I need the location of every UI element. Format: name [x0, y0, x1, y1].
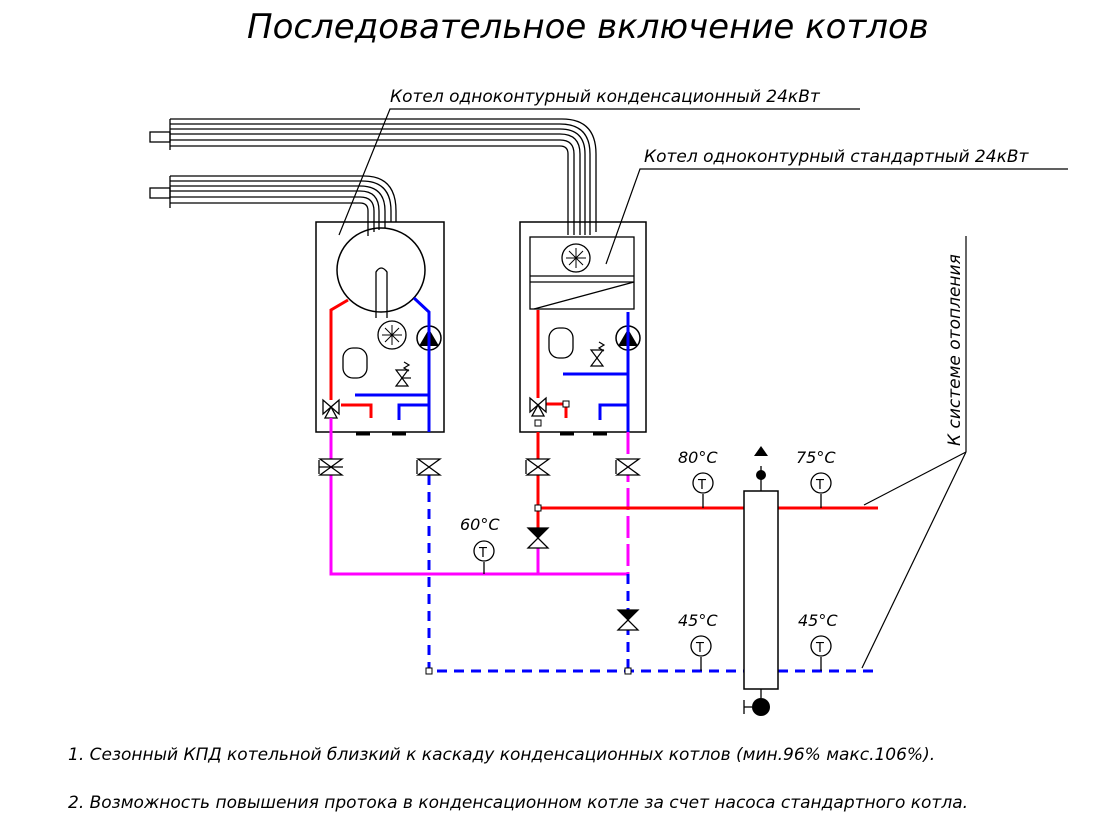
three-way-valve-icon [529, 396, 547, 417]
ball-valve-icon [318, 458, 344, 476]
safety-valve-icon [589, 341, 606, 367]
standard-boiler [519, 221, 647, 436]
standard-boiler-label: Котел одноконтурный стандартный 24кВт [644, 147, 1029, 167]
fan-icon [561, 243, 591, 273]
check-valve-icon [616, 609, 640, 631]
safety-valve-icon [394, 361, 411, 387]
fan-icon [377, 320, 407, 350]
drain-icon [752, 698, 770, 716]
leader-lines [338, 108, 1068, 669]
svg-text:T: T [815, 641, 824, 656]
piping [329, 432, 878, 673]
check-valve-icon [526, 527, 550, 549]
pipe-junctions [425, 504, 632, 675]
thermometer-icon: T [473, 540, 495, 574]
temp-label-60: 60°C [460, 515, 500, 534]
ball-valve-icon [615, 458, 641, 476]
note-2: 2. Возможность повышения протока в конде… [68, 793, 968, 813]
thermometer-icon: T [690, 635, 712, 671]
temp-label-45-left: 45°C [678, 611, 718, 630]
temp-label-45-right: 45°C [798, 611, 838, 630]
svg-text:T: T [695, 641, 704, 656]
heating-system-label: К системе отопления [945, 254, 965, 446]
condensing-boiler [315, 221, 445, 436]
svg-text:T: T [815, 478, 824, 493]
thermometer-icon: T [810, 472, 832, 508]
three-way-valve-icon [322, 398, 340, 419]
temp-label-75: 75°C [796, 448, 836, 467]
temp-label-80: 80°C [678, 448, 718, 467]
condensing-boiler-label: Котел одноконтурный конденсационный 24кВ… [390, 87, 821, 107]
air-vent-icon [756, 470, 766, 480]
thermometers: T T T T T [473, 472, 832, 671]
thermometer-icon: T [692, 472, 714, 508]
expansion-vessel [342, 347, 368, 379]
expansion-vessel [548, 327, 574, 359]
diagram-title: Последовательное включение котлов [247, 7, 929, 47]
check-valves [526, 527, 640, 631]
hydraulic-separator [743, 446, 779, 716]
shutoff-valves [318, 458, 641, 476]
flue-pipes [149, 118, 597, 236]
ball-valve-icon [416, 458, 442, 476]
svg-text:T: T [697, 478, 706, 493]
ball-valve-icon [525, 458, 551, 476]
note-1: 1. Сезонный КПД котельной близкий к каск… [68, 745, 935, 765]
thermometer-icon: T [810, 635, 832, 671]
svg-text:T: T [478, 546, 487, 561]
